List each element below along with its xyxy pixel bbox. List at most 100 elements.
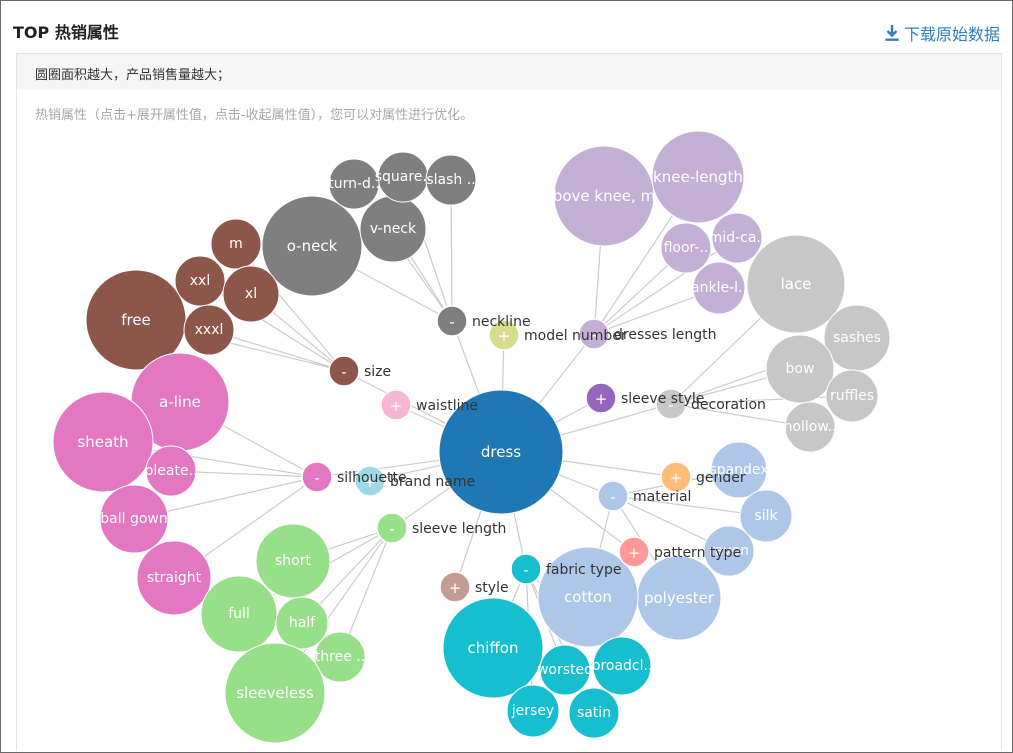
- value-label-sleeve-length-full: full: [228, 606, 250, 622]
- value-bubble-fabric-type-jersey[interactable]: [506, 684, 560, 738]
- value-bubble-neckline-slash[interactable]: [425, 154, 477, 206]
- attribute-label-gender: gender: [696, 470, 746, 486]
- value-bubble-size-xxxl[interactable]: [183, 304, 235, 356]
- toggle-silhouette: -: [314, 469, 319, 487]
- value-label-fabric-type-satin: satin: [577, 705, 611, 721]
- value-bubble-silhouette-ball-gown[interactable]: [99, 484, 169, 554]
- toggle-size: -: [341, 363, 346, 381]
- toggle-style: +: [449, 579, 462, 597]
- value-bubble-dresses-length-knee-length[interactable]: [651, 130, 745, 224]
- value-label-fabric-type-broadcl: broadcl..: [592, 658, 653, 674]
- attribute-node-sleeve-length[interactable]: [376, 512, 408, 544]
- toggle-decoration: -: [668, 396, 673, 414]
- attribute-label-sleeve-style: sleeve style: [621, 391, 704, 407]
- value-bubble-fabric-type-worsted[interactable]: [539, 644, 591, 696]
- value-bubble-dresses-length-ankle-l[interactable]: [692, 261, 746, 315]
- attribute-label-sleeve-length: sleeve length: [412, 521, 506, 537]
- value-bubble-fabric-type-satin[interactable]: [568, 687, 620, 739]
- value-label-dresses-length-bove-knee-m: bove knee, m: [553, 187, 655, 205]
- value-label-material-polyester: polyester: [644, 589, 715, 607]
- value-bubble-fabric-type-chiffon[interactable]: [442, 597, 544, 699]
- value-bubble-sleeve-length-full[interactable]: [200, 575, 278, 653]
- attribute-node-fabric-type[interactable]: [510, 553, 542, 585]
- value-bubble-sleeve-length-half[interactable]: [275, 596, 329, 650]
- value-bubble-size-xxl[interactable]: [174, 255, 226, 307]
- value-label-size-xxl: xxl: [190, 273, 210, 289]
- value-bubble-material-spandex[interactable]: [710, 441, 768, 499]
- value-label-fabric-type-worsted: worsted: [537, 662, 593, 678]
- attribute-node-style[interactable]: [439, 571, 471, 603]
- attribute-label-neckline: neckline: [472, 314, 531, 330]
- root-bubble[interactable]: [438, 389, 564, 515]
- toggle-pattern-type: +: [628, 544, 641, 562]
- value-label-neckline-square: square..: [375, 169, 432, 185]
- attribute-node-brand-name[interactable]: [354, 465, 386, 497]
- instruction-hint: 热销属性（点击+展开属性值，点击-收起属性值），您可以对属性进行优化。: [35, 108, 474, 123]
- edge-dresses-length-mid-ca: [593, 237, 738, 335]
- value-label-dresses-length-ankle-l: ankle-l..: [691, 280, 747, 296]
- value-bubble-size-xl[interactable]: [222, 265, 280, 323]
- attribute-label-brand-name: brand name: [390, 474, 475, 490]
- value-bubble-dresses-length-bove-knee-m[interactable]: [553, 145, 655, 247]
- value-label-decoration-sashes: sashes: [833, 330, 881, 346]
- value-bubble-silhouette-sheath[interactable]: [52, 391, 154, 493]
- attribute-node-waistline[interactable]: [380, 389, 412, 421]
- edge-decoration-ruffles: [670, 395, 853, 405]
- value-bubble-decoration-bow[interactable]: [765, 334, 835, 404]
- value-bubble-fabric-type-broadcl[interactable]: [592, 636, 652, 696]
- value-label-decoration-lace: lace: [781, 275, 812, 293]
- value-bubble-decoration-hollow[interactable]: [784, 401, 836, 453]
- attribute-label-decoration: decoration: [691, 397, 766, 413]
- attribute-node-size[interactable]: [328, 355, 360, 387]
- attribute-node-silhouette[interactable]: [301, 461, 333, 493]
- value-bubble-neckline-o-neck[interactable]: [261, 195, 363, 297]
- value-label-size-free: free: [121, 311, 151, 329]
- value-label-silhouette-ball-gown: ball gown: [100, 511, 167, 527]
- attribute-node-dresses-length[interactable]: [578, 318, 610, 350]
- attribute-node-decoration[interactable]: [655, 388, 687, 420]
- value-label-size-xl: xl: [245, 286, 257, 302]
- value-label-sleeve-length-short: short: [275, 553, 311, 569]
- attribute-node-pattern-type[interactable]: [618, 536, 650, 568]
- value-bubble-dresses-length-mid-ca[interactable]: [711, 212, 763, 264]
- chart-panel: 圆圈面积越大，产品销售量越大； 热销属性（点击+展开属性值，点击-收起属性值），…: [16, 53, 1002, 751]
- value-bubble-neckline-turn-d[interactable]: [328, 158, 380, 210]
- value-label-material-silk: silk: [754, 508, 778, 524]
- widget-title: TOP 热销属性: [13, 23, 119, 42]
- legend-note: 圆圈面积越大，产品销售量越大；: [17, 54, 1001, 90]
- value-bubble-material-rayon[interactable]: [703, 525, 755, 577]
- value-label-sleeve-length-three: three ..: [315, 649, 365, 665]
- value-bubble-sleeve-length-three[interactable]: [314, 631, 366, 683]
- value-label-fabric-type-chiffon: chiffon: [468, 639, 519, 657]
- value-bubble-silhouette-straight[interactable]: [136, 540, 212, 616]
- value-bubble-dresses-length-floor[interactable]: [660, 222, 712, 274]
- value-bubble-decoration-ruffles[interactable]: [825, 369, 879, 423]
- value-label-neckline-o-neck: o-neck: [287, 237, 338, 255]
- attribute-node-material[interactable]: [597, 480, 629, 512]
- toggle-waistline: +: [390, 397, 403, 415]
- toggle-fabric-type: -: [523, 561, 528, 579]
- attribute-node-sleeve-style[interactable]: [585, 382, 617, 414]
- value-bubble-material-cotton[interactable]: [537, 546, 639, 648]
- widget-header: TOP 热销属性 下载原始数据: [1, 1, 1012, 53]
- attribute-node-model-number[interactable]: [488, 319, 520, 351]
- value-bubble-size-m[interactable]: [210, 218, 262, 270]
- download-raw-data-button[interactable]: 下载原始数据: [884, 21, 1000, 45]
- value-bubble-sleeve-length-sleeveless[interactable]: [224, 642, 326, 744]
- value-bubble-material-silk[interactable]: [739, 489, 793, 543]
- value-bubble-sleeve-length-short[interactable]: [255, 523, 331, 599]
- edge-fabric-type-satin: [525, 568, 595, 714]
- attribute-node-gender[interactable]: [660, 461, 692, 493]
- attribute-label-size: size: [364, 364, 391, 380]
- attribute-label-material: material: [633, 489, 691, 505]
- edge-size-m: [235, 243, 345, 372]
- value-label-decoration-bow: bow: [786, 361, 815, 377]
- toggle-dresses-length: -: [591, 326, 596, 344]
- value-label-size-xxxl: xxxl: [195, 322, 224, 338]
- attribute-node-neckline[interactable]: [436, 305, 468, 337]
- value-bubble-silhouette-pleate[interactable]: [145, 445, 197, 497]
- value-bubble-decoration-lace[interactable]: [746, 234, 846, 334]
- attribute-label-model-number: model number: [524, 328, 627, 344]
- value-label-neckline-turn-d: turn-d..: [328, 176, 380, 192]
